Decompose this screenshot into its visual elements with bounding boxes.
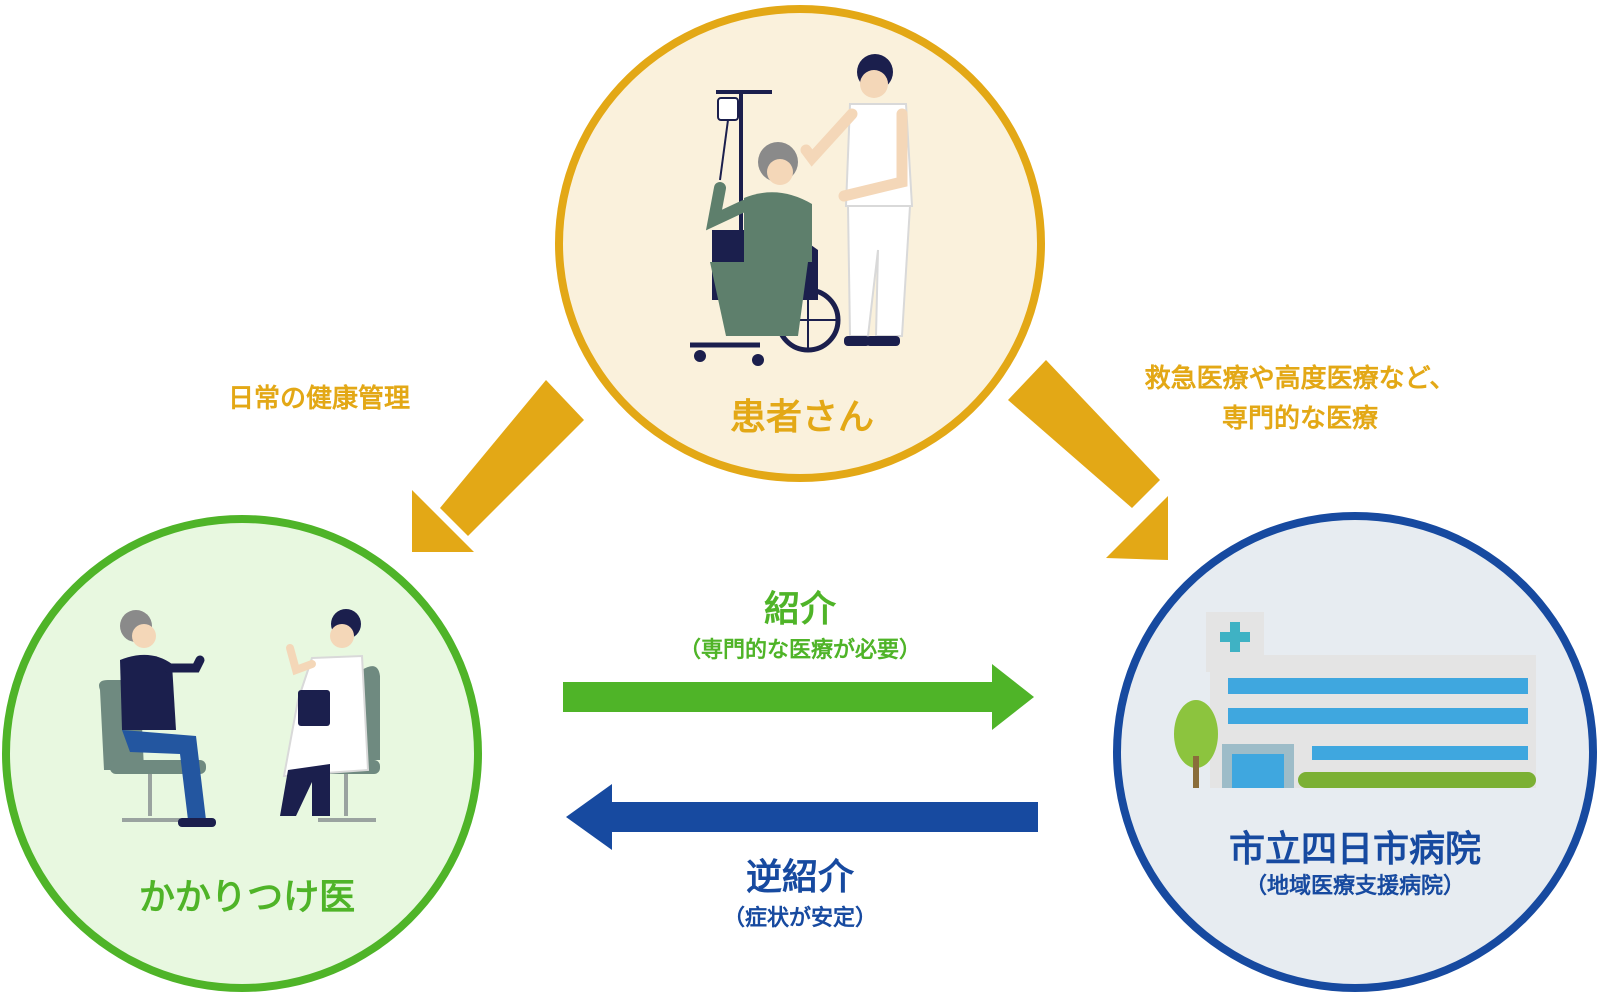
referral-label: 紹介 <box>763 589 836 630</box>
doctor-consultation-icon <box>99 609 380 827</box>
clinic-node <box>2 515 482 992</box>
arrow-reverse-referral <box>566 784 1038 850</box>
reverse-referral-label: 逆紹介 <box>745 857 854 898</box>
hospital-building-icon <box>1174 612 1536 788</box>
edge-label-specialized-line1: 救急医療や高度医療など、 <box>1144 364 1456 394</box>
arrow-patient-to-clinic <box>412 380 584 552</box>
edge-label-specialized-line2: 専門的な医療 <box>1221 404 1378 434</box>
referral-sublabel: （専門的な医療が必要） <box>678 638 921 663</box>
wheelchair-patient-with-nurse-icon <box>690 54 914 366</box>
clinic-label: かかりつけ医 <box>138 877 356 918</box>
hospital-label: 市立四日市病院 <box>1228 829 1481 870</box>
patient-label: 患者さん <box>730 397 875 438</box>
reverse-referral-sublabel: （症状が安定） <box>722 906 877 931</box>
arrow-referral <box>563 664 1034 730</box>
edge-label-daily-care: 日常の健康管理 <box>228 384 411 414</box>
hospital-sublabel: （地域医療支援病院） <box>1244 874 1465 899</box>
arrow-patient-to-hospital <box>1008 360 1168 560</box>
